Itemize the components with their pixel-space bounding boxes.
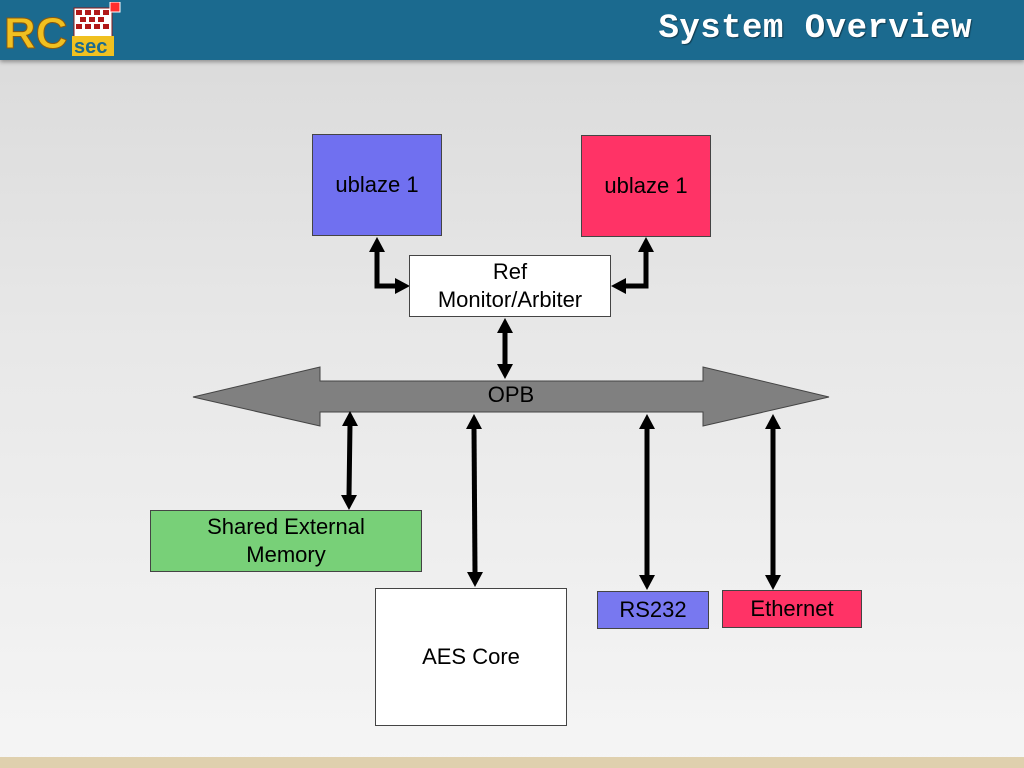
arrowhead: [765, 575, 781, 590]
ublaze-left-block: ublaze 1: [312, 134, 442, 236]
logo-grid-icon: [73, 2, 121, 39]
shared-memory-label: Shared External Memory: [207, 514, 365, 567]
ref-monitor-block: Ref Monitor/Arbiter: [409, 255, 611, 317]
ref-monitor-label: Ref Monitor/Arbiter: [437, 259, 583, 312]
shared-memory-block: Shared External Memory: [150, 510, 422, 572]
connector-cpu-right-ref: [623, 247, 649, 289]
ublaze-right-block: ublaze 1: [581, 135, 711, 237]
connector-bus-memory: [346, 421, 353, 499]
ublaze-left-label: ublaze 1: [335, 172, 419, 197]
ethernet-block: Ethernet: [722, 590, 862, 628]
ethernet-label: Ethernet: [750, 596, 834, 621]
connector-cpu-left-ref: [374, 247, 400, 289]
arrowhead: [466, 414, 482, 429]
logo-rc-text: RC: [4, 9, 68, 58]
arrowhead: [639, 414, 655, 429]
page-title: System Overview: [658, 10, 972, 48]
connector-bus-aes: [471, 425, 478, 575]
arrowhead: [639, 575, 655, 590]
rs232-label: RS232: [619, 597, 687, 622]
arrowhead: [395, 278, 410, 294]
opb-bus-label: OPB: [487, 382, 535, 407]
arrowhead: [497, 364, 513, 379]
arrowhead: [341, 495, 357, 510]
arrowhead: [497, 318, 513, 333]
rcsec-logo: RC sec: [4, 2, 121, 58]
rs232-block: RS232: [597, 591, 709, 629]
logo-sec-text: sec: [74, 36, 107, 58]
aes-core-label: AES Core: [422, 644, 520, 669]
ublaze-right-label: ublaze 1: [604, 173, 688, 198]
arrowhead: [638, 237, 654, 252]
arrowhead: [765, 414, 781, 429]
arrowhead: [611, 278, 626, 294]
arrowhead: [369, 237, 385, 252]
arrowhead: [342, 411, 358, 426]
aes-core-block: AES Core: [375, 588, 567, 726]
footer-bar: [0, 757, 1024, 768]
opb-bus-arrow: [192, 366, 830, 427]
header-bar: RC sec System Overview: [0, 0, 1024, 60]
arrowhead: [467, 572, 483, 587]
